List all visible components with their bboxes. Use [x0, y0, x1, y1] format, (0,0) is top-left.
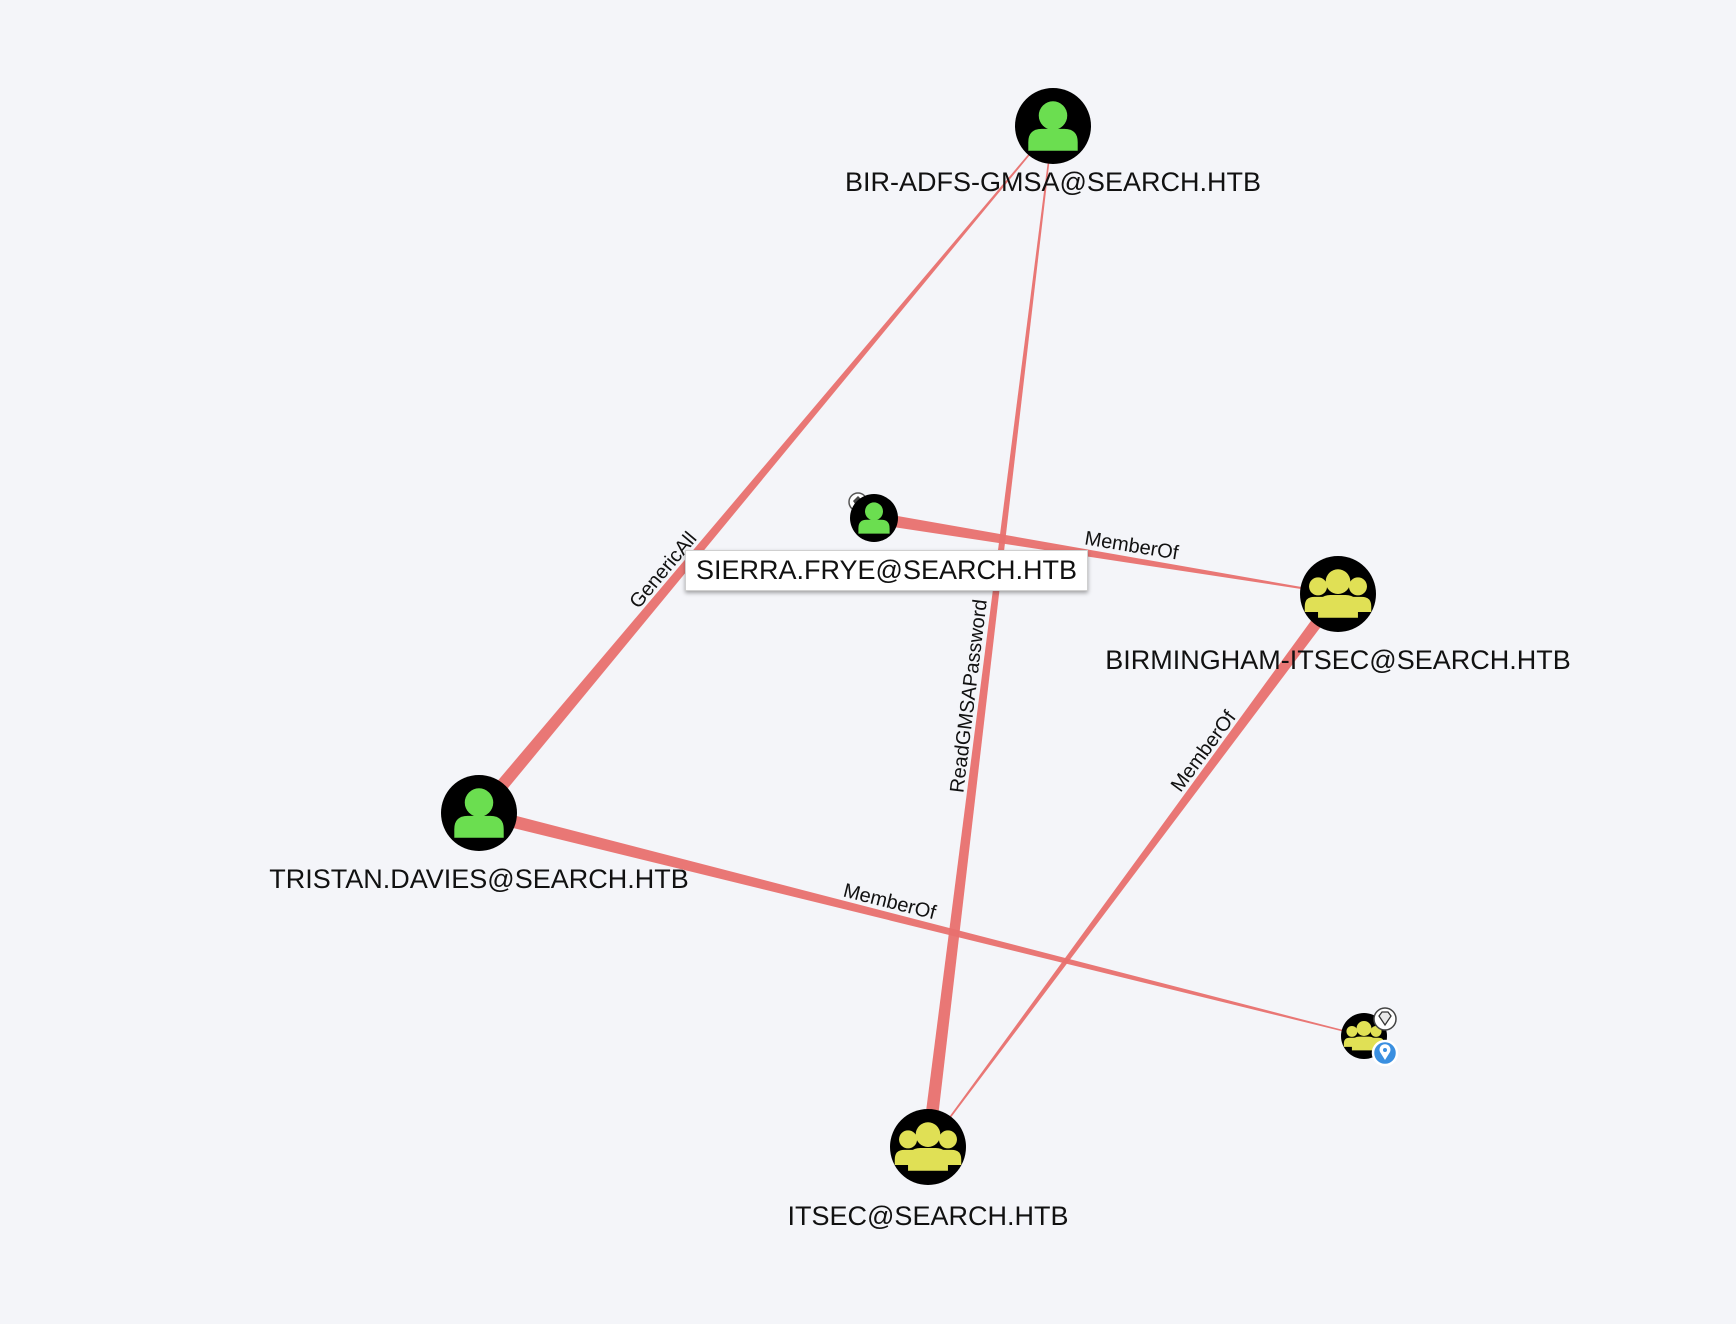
node-sierra-frye[interactable]	[848, 492, 898, 542]
edge-memberof-2[interactable]	[873, 512, 1339, 595]
node-tristan-davies[interactable]: TRISTAN.DAVIES@SEARCH.HTB	[269, 775, 689, 894]
node-domain-admins[interactable]	[1341, 1007, 1399, 1067]
node-hover-tooltip: SIERRA.FRYE@SEARCH.HTB	[685, 550, 1088, 591]
node-birmingham-itsec[interactable]: BIRMINGHAM-ITSEC@SEARCH.HTB	[1105, 556, 1571, 675]
edge-label-3: MemberOf	[1167, 707, 1241, 796]
node-itsec[interactable]: ITSEC@SEARCH.HTB	[788, 1109, 1069, 1231]
node-label-tristan-davies: TRISTAN.DAVIES@SEARCH.HTB	[269, 864, 688, 894]
edge-memberof-4[interactable]	[477, 806, 1365, 1037]
location-pin-icon	[1371, 1039, 1399, 1067]
diamond-icon	[1373, 1007, 1397, 1031]
edge-genericall-0[interactable]	[474, 125, 1054, 818]
edge-memberof-3[interactable]	[927, 590, 1343, 1148]
node-label-birmingham-itsec: BIRMINGHAM-ITSEC@SEARCH.HTB	[1105, 645, 1570, 675]
node-bir-adfs-gmsa[interactable]: BIR-ADFS-GMSA@SEARCH.HTB	[845, 88, 1261, 197]
edge-readgmsapassword-1[interactable]	[921, 125, 1054, 1148]
node-label-bir-adfs-gmsa: BIR-ADFS-GMSA@SEARCH.HTB	[845, 167, 1261, 197]
node-label-itsec: ITSEC@SEARCH.HTB	[788, 1201, 1069, 1231]
